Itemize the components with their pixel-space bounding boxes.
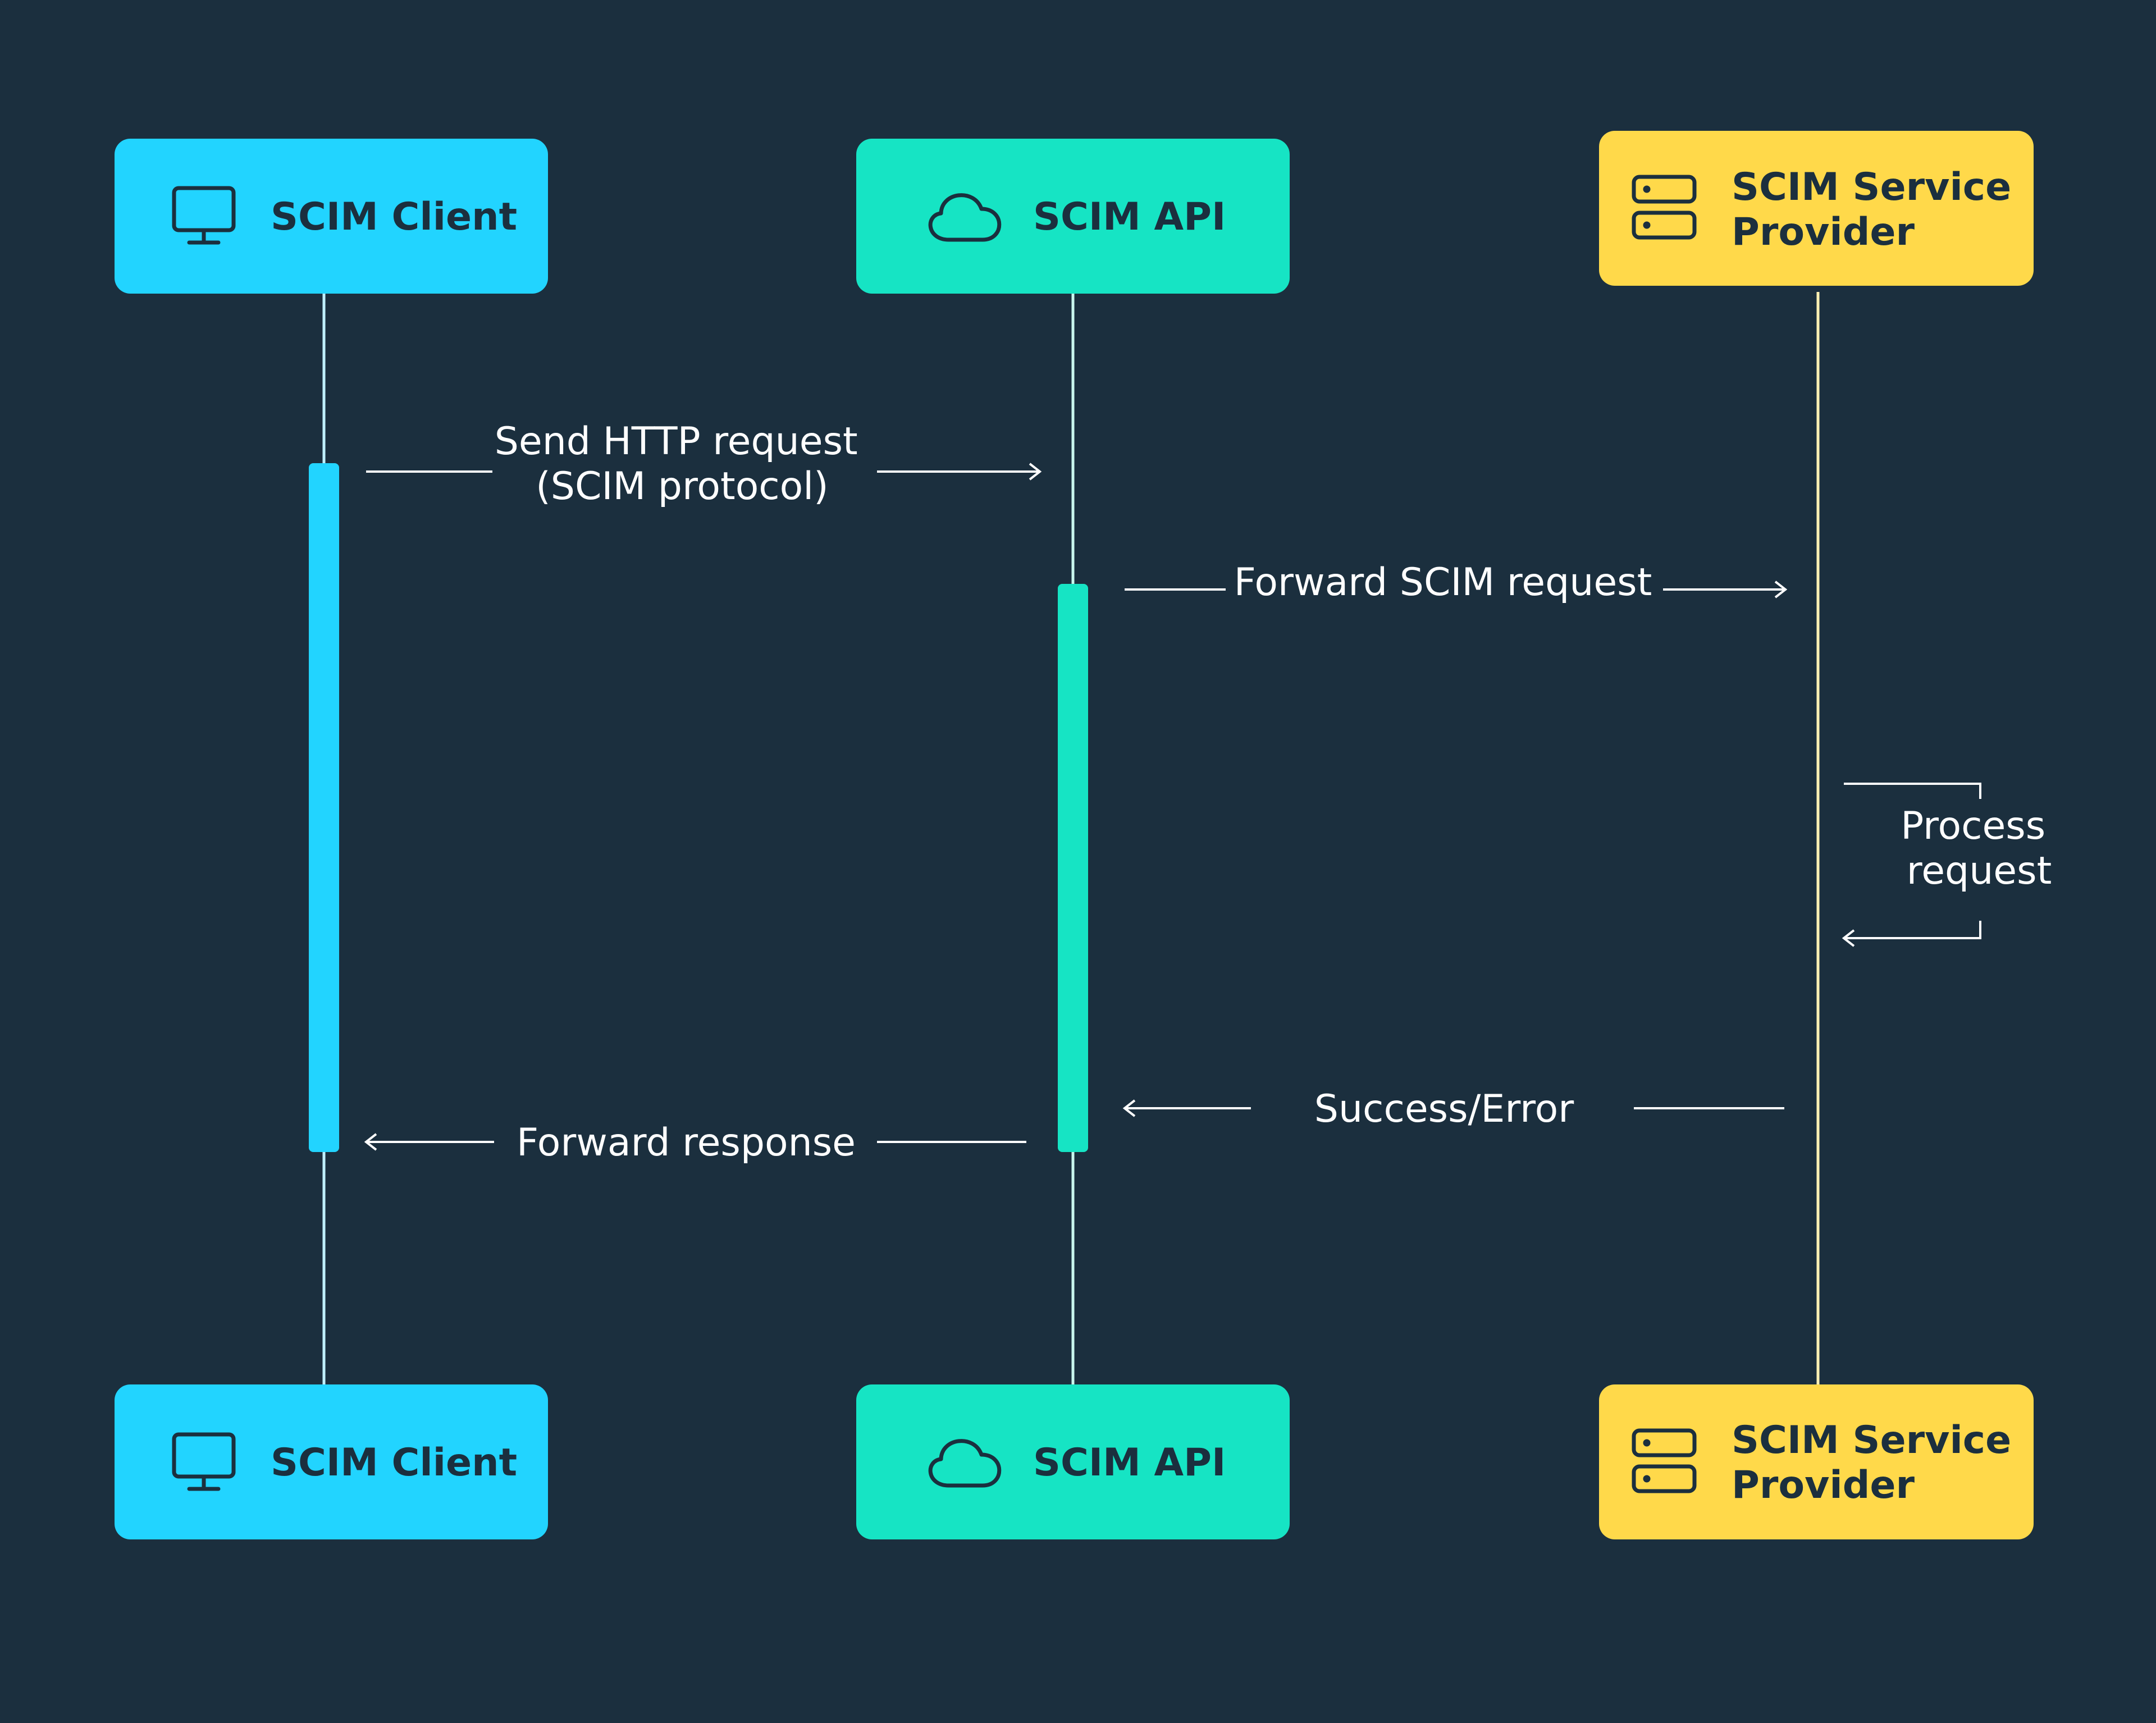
message-success-error-label: Success/Error (1314, 1087, 1574, 1131)
message-forward-request-label: Forward SCIM request (1234, 560, 1652, 605)
monitor-icon (172, 1432, 236, 1491)
actor-client-bottom-label: SCIM Client (271, 1441, 517, 1485)
actor-api-bottom-label: SCIM API (1033, 1441, 1226, 1485)
message-send-request-line1: Send HTTP request (495, 419, 858, 464)
actor-provider-bottom: SCIM Service Provider (1599, 1384, 2034, 1539)
message-forward-response-label: Forward response (517, 1121, 856, 1165)
actor-provider-top-label: SCIM Service Provider (1732, 165, 2025, 254)
actor-provider-bottom-line1: SCIM Service (1732, 1418, 2011, 1463)
arrowhead-left-icon (1122, 1099, 1136, 1117)
arrowhead-left-icon (364, 1133, 377, 1151)
actor-provider-bottom-line2: Provider (1732, 1463, 1915, 1507)
activation-bar-client (309, 463, 339, 1152)
actor-api-bottom: SCIM API (856, 1384, 1290, 1539)
actor-client-top-label: SCIM Client (271, 195, 517, 239)
actor-provider-top: SCIM Service Provider (1599, 131, 2034, 286)
actor-client-bottom: SCIM Client (115, 1384, 548, 1539)
arrowhead-right-icon (1774, 581, 1788, 598)
arrowhead-right-icon (1029, 463, 1042, 481)
activation-bar-api (1058, 584, 1088, 1152)
arrowhead-left-icon (1842, 929, 1855, 947)
message-process-request-line1: Process (1901, 804, 2045, 848)
message-process-request-label: Process request (1901, 804, 2058, 893)
actor-api-top-label: SCIM API (1033, 195, 1226, 239)
server-icon (1632, 1428, 1697, 1493)
message-process-request: Process request (1842, 783, 2058, 947)
server-icon (1632, 175, 1697, 240)
actor-client-top: SCIM Client (115, 139, 548, 294)
cloud-icon (928, 193, 1002, 242)
actor-provider-bottom-label: SCIM Service Provider (1732, 1418, 2025, 1507)
message-success-error: Success/Error (1122, 1087, 1784, 1131)
message-send-request-line2: (SCIM protocol) (536, 464, 828, 509)
cloud-icon (928, 1439, 1002, 1488)
actor-api-top: SCIM API (856, 139, 1290, 294)
message-process-request-line2: request (1907, 849, 2052, 893)
message-send-request: Send HTTP request (SCIM protocol) (366, 419, 1042, 509)
message-forward-response: Forward response (364, 1121, 1026, 1165)
monitor-icon (172, 186, 236, 245)
message-send-request-label: Send HTTP request (SCIM protocol) (495, 419, 870, 509)
message-forward-request: Forward SCIM request (1125, 560, 1788, 605)
actor-provider-top-line1: SCIM Service (1732, 165, 2011, 209)
actor-provider-top-line2: Provider (1732, 210, 1915, 254)
